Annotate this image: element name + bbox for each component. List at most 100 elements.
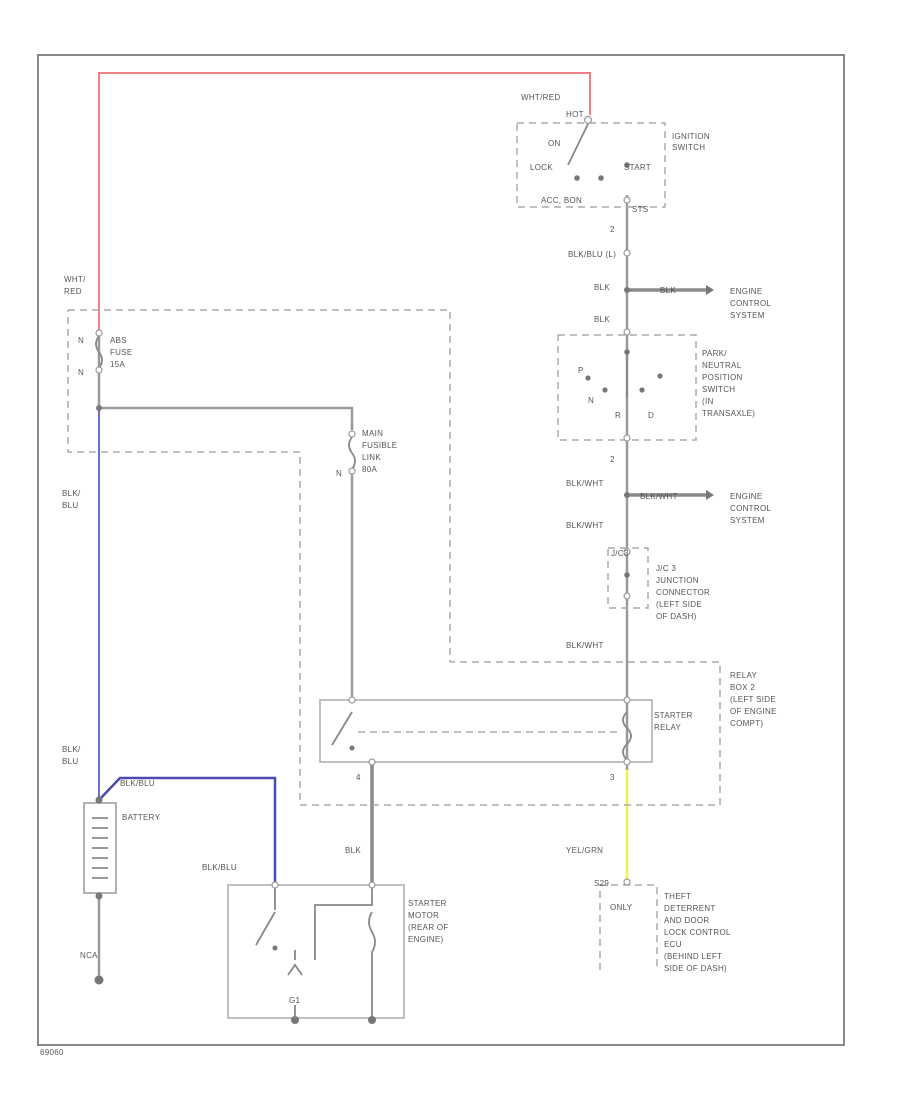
battery-negative: [95, 892, 103, 900]
label-sw-acc: ACC, BON: [541, 196, 582, 205]
label-theft-6: (BEHIND LEFT: [664, 952, 722, 961]
label-relay-box-4: OF ENGINE: [730, 707, 777, 716]
motor-contact: [272, 945, 278, 951]
label-blk-wht-3: BLK/WHT: [566, 641, 604, 650]
label-sw-on: ON: [548, 139, 561, 148]
label-engine-control-1b: CONTROL: [730, 299, 771, 308]
label-main-n: N: [336, 469, 342, 478]
label-relay-box-3: (LEFT SIDE: [730, 695, 776, 704]
label-starter-relay-2: RELAY: [654, 723, 682, 732]
label-jc-top: J/C3: [611, 549, 629, 558]
motor-terminal-right: [368, 881, 376, 889]
main-fuse-terminal-top: [348, 430, 356, 438]
motor-switch-blade: [255, 911, 276, 946]
label-only: ONLY: [610, 903, 633, 912]
label-starter-motor-3: (REAR OF: [408, 923, 449, 932]
label-blk-blu-motor: BLK/BLU: [202, 863, 237, 872]
label-engine-control-2c: SYSTEM: [730, 516, 765, 525]
label-blk-blu-left-1: BLK/: [62, 489, 81, 498]
label-pn-switch-1: PARK/: [702, 349, 727, 358]
label-theft-1: THEFT: [664, 892, 691, 901]
label-blk-blu-l: BLK/BLU (L): [568, 250, 616, 259]
label-s29: S29: [594, 879, 609, 888]
splice-engine-control-1: [624, 287, 630, 293]
label-pn-switch-6: TRANSAXLE): [702, 409, 755, 418]
ign-contact-3: [624, 162, 630, 168]
jc-terminal-bottom: [623, 592, 631, 600]
ign-contact-1: [574, 175, 580, 181]
label-sw-r: R: [615, 411, 621, 420]
label-abs-fuse-3: 15A: [110, 360, 125, 369]
label-junction-4: (LEFT SIDE: [656, 600, 702, 609]
label-theft-2: DETERRENT: [664, 904, 716, 913]
label-pn-switch-5: (IN: [702, 397, 714, 406]
relay-terminal-3: [623, 758, 631, 766]
label-yel-grn: YEL/GRN: [566, 846, 603, 855]
splice-engine-control-2: [624, 492, 630, 498]
label-sw-hot: HOT: [566, 110, 584, 119]
wire-blk-blu-battery: [98, 776, 277, 885]
label-blk-blu-left2-2: BLU: [62, 757, 78, 766]
motor-ground-2: [368, 1016, 376, 1024]
label-engine-control-1a: ENGINE: [730, 287, 762, 296]
relay-terminal-left: [348, 696, 356, 704]
terminal-blk-blu-l: [623, 249, 631, 257]
relay-contact-point: [349, 745, 355, 751]
label-blk-blu-left-2: BLU: [62, 501, 78, 510]
starter-relay-box: [319, 699, 653, 763]
motor-solenoid: [368, 911, 376, 953]
label-wht-red-left-2: RED: [64, 287, 82, 296]
label-nca: NCA: [80, 951, 98, 960]
ign-terminal-out: [623, 196, 631, 204]
label-starter-motor-1: STARTER: [408, 899, 447, 908]
splice-fuse-node: [96, 405, 102, 411]
label-blk-blu-batt: BLK/BLU: [120, 779, 155, 788]
label-sw-n: N: [588, 396, 594, 405]
label-main-fuse-2: FUSIBLE: [362, 441, 397, 450]
label-ignition-switch-1: IGNITION: [672, 132, 710, 141]
ign-contact-2: [598, 175, 604, 181]
jc-terminal-top: [623, 548, 631, 556]
relay-contact-blade: [331, 711, 353, 746]
underhood-fuse-box-outline: [67, 309, 721, 806]
label-theft-5: ECU: [664, 940, 682, 949]
label-num-2a: 2: [610, 225, 615, 234]
label-figure-id: 69060: [40, 1048, 64, 1057]
motor-armature-symbol: [287, 963, 303, 976]
ignition-switch-box: [516, 122, 666, 208]
motor-solenoid-wire: [314, 888, 373, 960]
label-fuse-n2: N: [78, 368, 84, 377]
label-main-fuse-1: MAIN: [362, 429, 383, 438]
label-pn-switch-4: SWITCH: [702, 385, 735, 394]
label-g1: G1: [289, 996, 301, 1005]
label-junction-2: JUNCTION: [656, 576, 699, 585]
pn-contact-2: [602, 387, 608, 393]
abs-fuse-terminal-top: [95, 329, 103, 337]
label-num-2b: 2: [610, 455, 615, 464]
abs-fuse-terminal-bottom: [95, 366, 103, 374]
pn-terminal-top: [623, 328, 631, 336]
label-starter-motor-2: MOTOR: [408, 911, 439, 920]
label-engine-control-2b: CONTROL: [730, 504, 771, 513]
label-sw-lock: LOCK: [530, 163, 553, 172]
label-sw-sts: STS: [632, 205, 648, 214]
label-theft-3: AND DOOR: [664, 916, 710, 925]
motor-terminal-left: [271, 881, 279, 889]
wire-to-main-fuse: [99, 406, 354, 430]
main-fuse-terminal-bottom: [348, 467, 356, 475]
ign-terminal-hot: [583, 115, 593, 125]
label-abs-fuse-2: FUSE: [110, 348, 133, 357]
label-blk-1b: BLK: [660, 286, 676, 295]
ign-switch-blade: [567, 123, 589, 166]
ground-nca: [94, 975, 104, 985]
junction-box: [607, 547, 649, 609]
arrow-engine-control-1: [706, 285, 714, 295]
main-fuse-element: [348, 436, 356, 470]
label-sw-p: P: [578, 366, 584, 375]
battery-positive: [95, 796, 103, 804]
label-engine-control-2a: ENGINE: [730, 492, 762, 501]
motor-ground-1: [291, 1016, 299, 1024]
label-relay-box-1: RELAY: [730, 671, 758, 680]
label-blk-wht-small: BLK/WHT: [640, 492, 678, 501]
